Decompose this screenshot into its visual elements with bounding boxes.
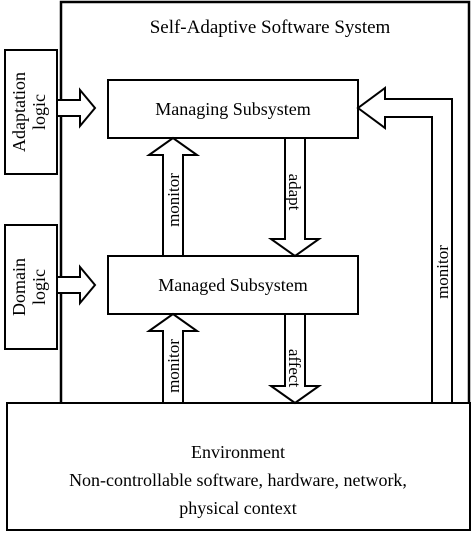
managing-subsystem-box — [107, 79, 359, 139]
monitor-arrow-upper — [145, 136, 201, 257]
monitor-arrow-right — [356, 86, 453, 404]
self-adaptive-system-box — [59, 0, 471, 410]
domain-logic-word1: Domain — [9, 258, 29, 316]
system-title: Self-Adaptive Software System — [150, 17, 391, 38]
domain-logic-arrow — [56, 264, 97, 306]
monitor-label-lower: monitor — [164, 339, 183, 393]
domain-logic-word2: logic — [29, 269, 49, 305]
managing-subsystem-label: Managing Subsystem — [155, 99, 311, 119]
adaptation-logic-word2: logic — [29, 94, 49, 130]
environment-box — [6, 402, 471, 531]
adaptation-logic-arrow — [56, 87, 97, 129]
monitor-label-upper: monitor — [164, 173, 183, 227]
managed-subsystem-box — [107, 255, 359, 315]
managed-subsystem-label: Managed Subsystem — [158, 275, 307, 295]
adapt-label: adapt — [285, 174, 304, 211]
affect-arrow — [267, 313, 323, 405]
affect-label: affect — [285, 349, 304, 388]
monitor-label-right: monitor — [433, 245, 452, 299]
monitor-arrow-lower — [145, 312, 201, 404]
environment-description-line2: physical context — [179, 498, 296, 518]
environment-label: Environment — [191, 442, 285, 462]
adaptation-logic-word1: Adaptation — [9, 72, 29, 152]
environment-description-line1: Non-controllable software, hardware, net… — [69, 470, 407, 490]
domain-logic-box — [4, 224, 58, 350]
adapt-arrow — [267, 137, 323, 258]
